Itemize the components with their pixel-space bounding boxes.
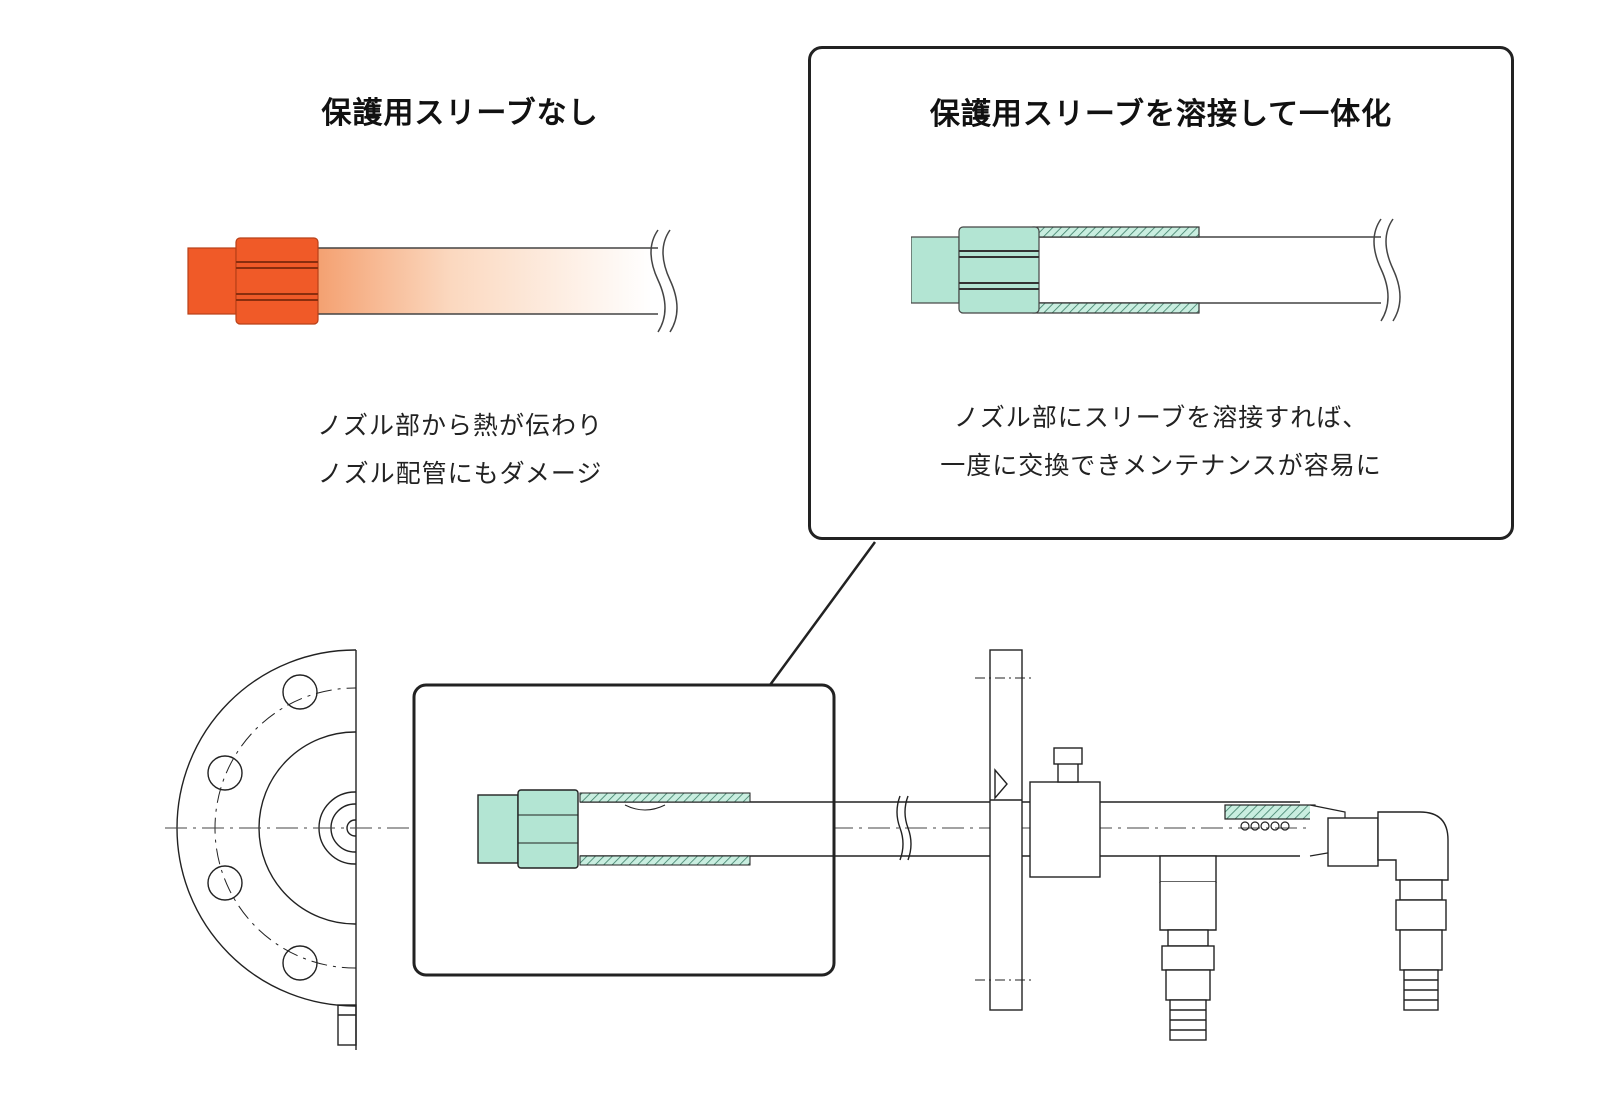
caption-line-1: ノズル部にスリーブを溶接すれば、 bbox=[953, 403, 1369, 432]
callout-leader-line bbox=[768, 541, 877, 686]
mounting-flange bbox=[975, 649, 1035, 1011]
caption-line-2: ノズル配管にもダメージ bbox=[317, 459, 603, 488]
elbow-fitting bbox=[1327, 811, 1449, 1011]
body-block bbox=[1029, 747, 1217, 1041]
inset-box bbox=[412, 683, 836, 977]
panel-caption: ノズル部から熱が伝わり ノズル配管にもダメージ bbox=[180, 402, 740, 498]
caption-line-2: 一度に交換できメンテナンスが容易に bbox=[940, 451, 1382, 480]
nozzle-sleeve-figure bbox=[911, 218, 1401, 322]
caption-line-1: ノズル部から熱が伝わり bbox=[316, 411, 603, 440]
nozzle-hot-figure bbox=[187, 229, 678, 333]
panel-no-sleeve: 保護用スリーブなし ノズル部から熱が伝わり ノズル配管にもダメージ bbox=[180, 60, 740, 530]
internal-spring bbox=[1224, 804, 1346, 857]
panel-caption: ノズル部にスリーブを溶接すれば、 一度に交換できメンテナンスが容易に bbox=[811, 394, 1511, 490]
panel-with-sleeve: 保護用スリーブを溶接して一体化 ノズル部にスリーブを溶接すれば、 一度に交換でき… bbox=[808, 46, 1514, 540]
panel-title: 保護用スリーブを溶接して一体化 bbox=[929, 97, 1393, 132]
panel-title: 保護用スリーブなし bbox=[321, 96, 599, 131]
